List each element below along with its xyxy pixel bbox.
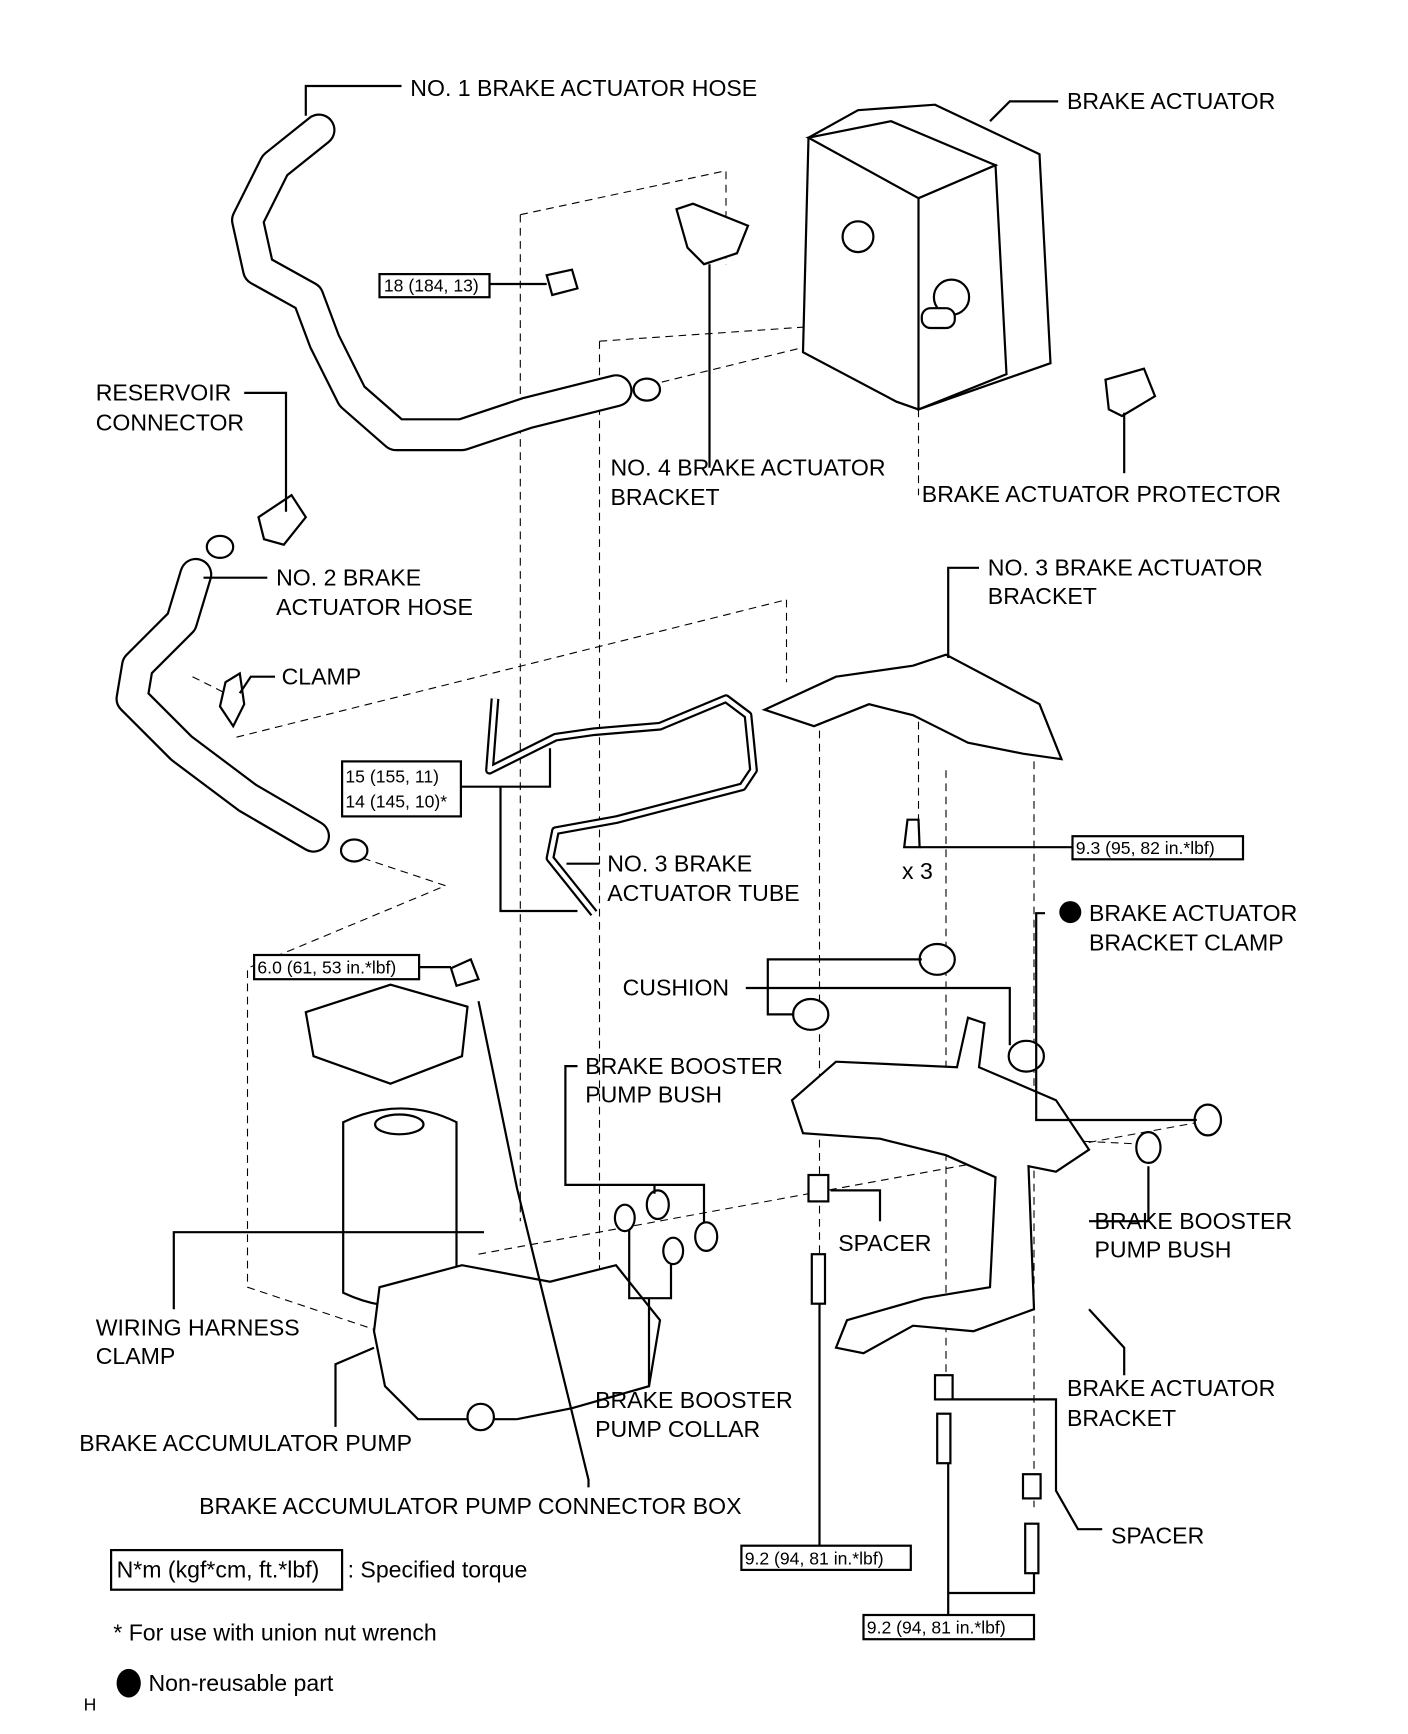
brake-accumulator-pump-part [304, 957, 662, 1432]
label-pump-collar-2: PUMP COLLAR [595, 1416, 760, 1442]
torque-60: 6.0 (61, 53 in.*lbf) [257, 958, 396, 978]
brake-actuator-part [801, 103, 1052, 412]
legend-torque-box: N*m (kgf*cm, ft.*lbf) [117, 1557, 320, 1583]
label-spacer-upper: SPACER [838, 1230, 931, 1256]
label-wiring-clamp-2: CLAMP [96, 1343, 176, 1369]
label-pump-collar-1: BRAKE BOOSTER [595, 1387, 793, 1413]
label-reservoir-connector-1: RESERVOIR [96, 380, 232, 406]
legend-nonreusable: Non-reusable part [149, 1670, 334, 1696]
torque-14: 14 (145, 10)* [345, 792, 447, 812]
label-no3-tube-2: ACTUATOR TUBE [607, 880, 799, 906]
label-pump-bush-left-1: BRAKE BOOSTER [585, 1053, 783, 1079]
label-no4-bracket-2: BRACKET [611, 484, 720, 510]
label-spacer-lower: SPACER [1111, 1523, 1204, 1549]
label-pump-bush-right-1: BRAKE BOOSTER [1094, 1208, 1292, 1234]
labels: NO. 1 BRAKE ACTUATOR HOSE BRAKE ACTUATOR… [79, 75, 1297, 1549]
label-cushion: CUSHION [623, 975, 730, 1001]
torque-18: 18 (184, 13) [384, 276, 479, 296]
label-protector: BRAKE ACTUATOR PROTECTOR [922, 481, 1281, 507]
no3-bracket-part [761, 653, 1064, 761]
cushions [792, 942, 1046, 1073]
label-accumulator-pump: BRAKE ACCUMULATOR PUMP [79, 1430, 412, 1456]
no4-bracket-part [675, 202, 750, 266]
torque-93: 9.3 (95, 82 in.*lbf) [1076, 838, 1215, 858]
label-no4-bracket-1: NO. 4 BRAKE ACTUATOR [611, 454, 886, 480]
brake-actuator-protector-part [1104, 367, 1157, 418]
bolt-18 [545, 268, 579, 297]
torque-15: 15 (155, 11) [345, 766, 439, 786]
bracket-clamp-part [1193, 1103, 1223, 1137]
legend-torque-text: : Specified torque [348, 1557, 528, 1583]
label-no3-tube-1: NO. 3 BRAKE [607, 850, 752, 876]
pump-bushes-left [613, 1189, 719, 1266]
nonreusable-icon [1059, 901, 1082, 924]
label-pump-bush-right-2: PUMP BUSH [1094, 1237, 1231, 1263]
label-no3-bracket-1: NO. 3 BRAKE ACTUATOR [988, 554, 1263, 580]
connector-box-part [304, 983, 469, 1085]
reservoir-connector-part [257, 493, 308, 546]
bolt-92b [936, 1412, 952, 1465]
label-x3: x 3 [902, 858, 933, 884]
hose-clamp-upper [632, 377, 662, 402]
nut-60 [449, 957, 480, 988]
label-pump-bush-left-2: PUMP BUSH [585, 1081, 722, 1107]
label-bracket-clamp-2: BRACKET CLAMP [1089, 930, 1284, 956]
bolt-93 [902, 818, 921, 849]
leader-lines [172, 84, 1197, 1616]
bolt-92c [1024, 1522, 1040, 1575]
label-clamp: CLAMP [282, 663, 362, 689]
legend: N*m (kgf*cm, ft.*lbf) : Specified torque… [84, 1549, 528, 1715]
torque-92a: 9.2 (94, 81 in.*lbf) [745, 1548, 884, 1568]
nonreusable-legend-icon [116, 1668, 141, 1698]
label-no3-bracket-2: BRACKET [988, 583, 1097, 609]
label-no2-hose-1: NO. 2 BRAKE [276, 564, 421, 590]
spacer-upper-part [807, 1173, 830, 1203]
label-no2-hose-2: ACTUATOR HOSE [276, 594, 473, 620]
no3-brake-actuator-tube [485, 694, 758, 916]
pump-bush-right-part [1135, 1131, 1162, 1165]
spacer-lower-part-2 [1021, 1473, 1042, 1500]
torque-specs: 18 (184, 13) 15 (155, 11) 14 (145, 10)* … [253, 273, 1245, 1641]
no2-brake-actuator-hose [115, 493, 369, 863]
label-reservoir-connector-2: CONNECTOR [96, 409, 244, 435]
clamp-part [218, 671, 246, 729]
corner-mark: H [84, 1695, 97, 1715]
label-wiring-clamp-1: WIRING HARNESS [96, 1315, 300, 1341]
label-bracket-clamp-1: BRAKE ACTUATOR [1089, 900, 1297, 926]
legend-union-note: * For use with union nut wrench [113, 1619, 436, 1645]
label-no1-hose: NO. 1 BRAKE ACTUATOR HOSE [410, 75, 757, 101]
spacer-lower-part-1 [933, 1374, 954, 1401]
brake-actuator-bracket-part [790, 1016, 1091, 1355]
label-connector-box: BRAKE ACCUMULATOR PUMP CONNECTOR BOX [199, 1493, 741, 1519]
hose-clamp-lower [339, 838, 369, 863]
torque-92b: 9.2 (94, 81 in.*lbf) [867, 1618, 1006, 1638]
hose-clamp-reservoir [205, 534, 235, 559]
label-actuator-bracket-1: BRAKE ACTUATOR [1067, 1375, 1275, 1401]
bolt-92a [810, 1253, 827, 1305]
label-brake-actuator: BRAKE ACTUATOR [1067, 88, 1275, 114]
no1-brake-actuator-hose [231, 113, 662, 452]
label-actuator-bracket-2: BRACKET [1067, 1405, 1176, 1431]
